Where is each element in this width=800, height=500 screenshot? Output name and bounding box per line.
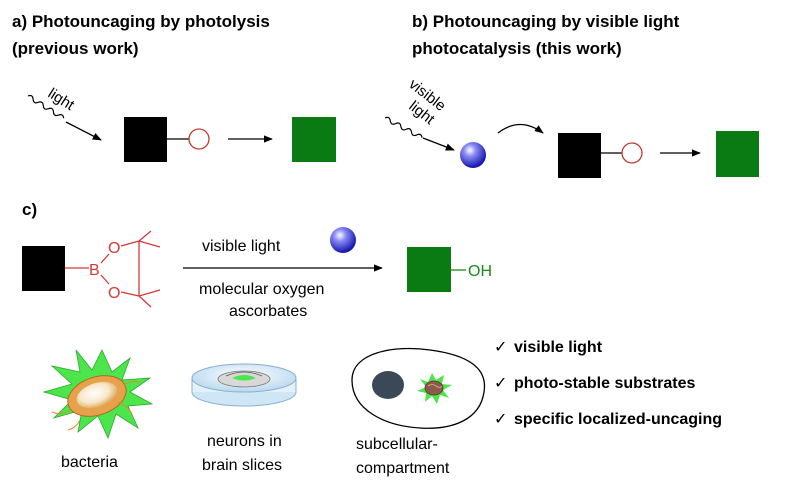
panel-a-product-square	[292, 117, 336, 162]
checkmark-icon: ✓	[494, 339, 507, 356]
hydroxyl-group: OH	[468, 263, 492, 280]
pinacol-boronate-ring	[100, 240, 140, 297]
panel-a-light-label: light	[45, 85, 78, 114]
condition-molecular-oxygen: molecular oxygen	[199, 281, 324, 298]
panel-b-cage-circle	[621, 142, 643, 164]
panel-a-light-wave	[27, 94, 102, 141]
feature-visible-light: visible light	[514, 339, 603, 356]
panel-a-title-line1: a) Photouncaging by photolysis	[12, 12, 270, 31]
subcellular-label-line2: compartment	[356, 460, 450, 477]
panel-a-substrate-square	[124, 117, 167, 162]
panel-b-title-line1: b) Photouncaging by visible light	[412, 12, 680, 31]
pinacol-methyl-groups	[138, 230, 161, 308]
feature-list: ✓ visible light ✓ photo-stable substrate…	[494, 339, 722, 428]
checkmark-icon: ✓	[494, 411, 507, 428]
panel-b-photocatalyst-ball	[460, 142, 486, 168]
condition-visible-light: visible light	[202, 238, 281, 255]
brain-slice-dish-illustration	[191, 363, 297, 407]
panel-b-substrate-square	[558, 133, 601, 178]
panel-b-curved-arrow	[497, 123, 544, 134]
panel-c-substrate-square	[22, 246, 65, 291]
nucleus	[372, 371, 404, 399]
feature-specific-localized-uncaging: specific localized-uncaging	[514, 411, 722, 428]
bacteria-label: bacteria	[61, 454, 118, 471]
feature-photo-stable-substrates: photo-stable substrates	[514, 375, 695, 392]
checkmark-icon: ✓	[494, 375, 507, 392]
cell-illustration	[351, 347, 486, 429]
panel-c-photocatalyst-ball	[330, 227, 356, 253]
panel-c-product-square	[407, 247, 451, 292]
oxygen-bottom: O	[108, 285, 120, 302]
panel-a-title-line2: (previous work)	[12, 39, 139, 58]
panel-a-cage-circle	[188, 128, 210, 150]
panel-b-light-wave	[384, 116, 455, 151]
boron-atom: B	[89, 262, 100, 279]
condition-ascorbates: ascorbates	[229, 303, 307, 320]
neurons-label-line1: neurons in	[207, 433, 282, 450]
neurons-label-line2: brain slices	[202, 457, 282, 474]
panel-b-product-square	[716, 131, 759, 177]
oxygen-top: O	[108, 240, 120, 257]
panel-c-label: c)	[22, 200, 37, 219]
bacteria-illustration	[42, 349, 154, 440]
panel-b-title-line2: photocatalysis (this work)	[412, 39, 622, 58]
subcellular-label-line1: subcellular-	[356, 436, 438, 453]
